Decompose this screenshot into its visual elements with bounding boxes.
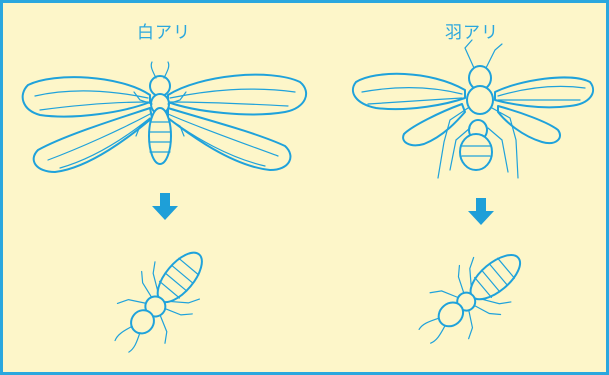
down-arrow-icon-right: [468, 198, 494, 225]
winged-termite-icon: [23, 62, 306, 172]
flying-ant-icon: [353, 40, 593, 178]
down-arrow-icon-left: [152, 193, 178, 220]
ant-worker-icon: [404, 233, 539, 360]
worker-termite-icon: [97, 233, 225, 367]
